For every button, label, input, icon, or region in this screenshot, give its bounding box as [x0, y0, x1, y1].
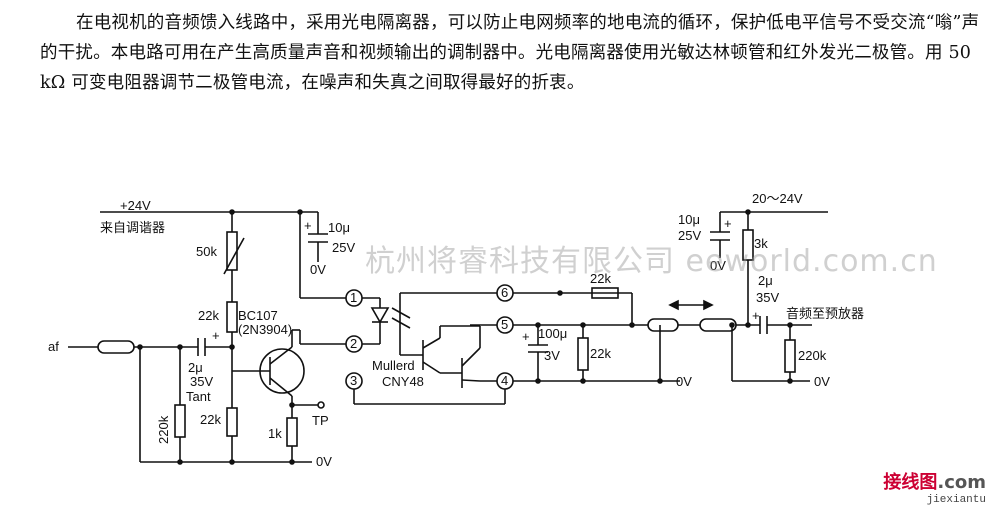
label-cap-top-gnd: 0V [310, 262, 326, 277]
input-coax [97, 340, 135, 354]
label-pot: 50k [196, 244, 217, 259]
corner-logo: 接线图 [883, 472, 938, 493]
label-gnd-right: 0V [814, 374, 830, 389]
label-r3k: 3k [754, 236, 768, 251]
label-cap-top-voltage: 25V [332, 240, 355, 255]
label-pin1: 1 [350, 290, 357, 305]
resistor-220k-out [784, 339, 796, 373]
label-supply-out: 20～24V [752, 191, 803, 206]
label-pin3: 3 [350, 373, 357, 388]
label-transistor-alt: (2N3904) [238, 322, 292, 337]
label-cap-out-top-gnd: 0V [710, 258, 726, 273]
label-cap-100-voltage: 3V [544, 348, 560, 363]
label-r1k: 1k [268, 426, 282, 441]
label-pin2: 2 [350, 336, 357, 351]
label-cap-100-value: 100μ [538, 326, 567, 341]
label-cap-top-value: 10μ [328, 220, 350, 235]
resistor-1k [286, 417, 298, 447]
label-tp: TP [312, 413, 329, 428]
svg-text:+: + [212, 328, 220, 343]
resistor-22k-a [226, 301, 238, 333]
label-r22k-fb: 22k [590, 271, 611, 286]
label-gnd-left: 0V [316, 454, 332, 469]
description-text: 在电视机的音频馈入线路中，采用光电隔离器，可以防止电网频率的地电流的循环，保护低… [40, 13, 980, 93]
corner-logo-dot: .com [937, 472, 986, 493]
label-output: 音频至预放器 [786, 306, 864, 321]
label-cap-in-value: 2μ [188, 360, 203, 375]
resistor-220k-in [174, 404, 186, 438]
svg-text:+: + [522, 329, 530, 344]
label-transistor: BC107 [238, 308, 278, 323]
corner-watermark: 接线图.com jiexiantu [883, 468, 986, 506]
ir-led [370, 307, 390, 324]
test-point [317, 401, 325, 409]
corner-url: jiexiantu [926, 494, 986, 506]
pot-wiper-arrow [223, 237, 245, 275]
label-r22k-a: 22k [198, 308, 219, 323]
label-pin4: 4 [501, 373, 508, 388]
label-cap-in-type: Tant [186, 389, 211, 404]
label-cap-in-voltage: 35V [190, 374, 213, 389]
label-input: af [48, 339, 59, 354]
resistor-22k-b [226, 407, 238, 437]
label-pin5: 5 [501, 317, 508, 332]
resistor-22k-c [577, 337, 589, 371]
label-cap-out-value: 2μ [758, 273, 773, 288]
svg-text:+: + [304, 218, 312, 233]
label-r220k-out: 220k [798, 348, 827, 363]
label-pin6: 6 [501, 285, 508, 300]
svg-text:+: + [724, 216, 732, 231]
resistor-22k-feedback [591, 287, 619, 299]
svg-text:+: + [752, 308, 760, 323]
label-cap-out-voltage: 35V [756, 290, 779, 305]
label-cap-out-top-value: 10μ [678, 212, 700, 227]
label-opto-part: CNY48 [382, 374, 424, 389]
label-gnd-mid: 0V [676, 374, 692, 389]
watermark: 杭州将睿科技有限公司 eeworld.com.cn [365, 244, 938, 279]
label-from-tuner: 来自调谐器 [100, 220, 165, 235]
label-cap-out-top-voltage: 25V [678, 228, 701, 243]
label-r22k-b: 22k [200, 412, 221, 427]
label-r22k-c: 22k [590, 346, 611, 361]
label-opto-maker: Mullerd [372, 358, 415, 373]
label-supply-in: +24V [120, 198, 151, 213]
label-r220k-in: 220k [156, 415, 171, 444]
output-coax-a [647, 318, 679, 332]
